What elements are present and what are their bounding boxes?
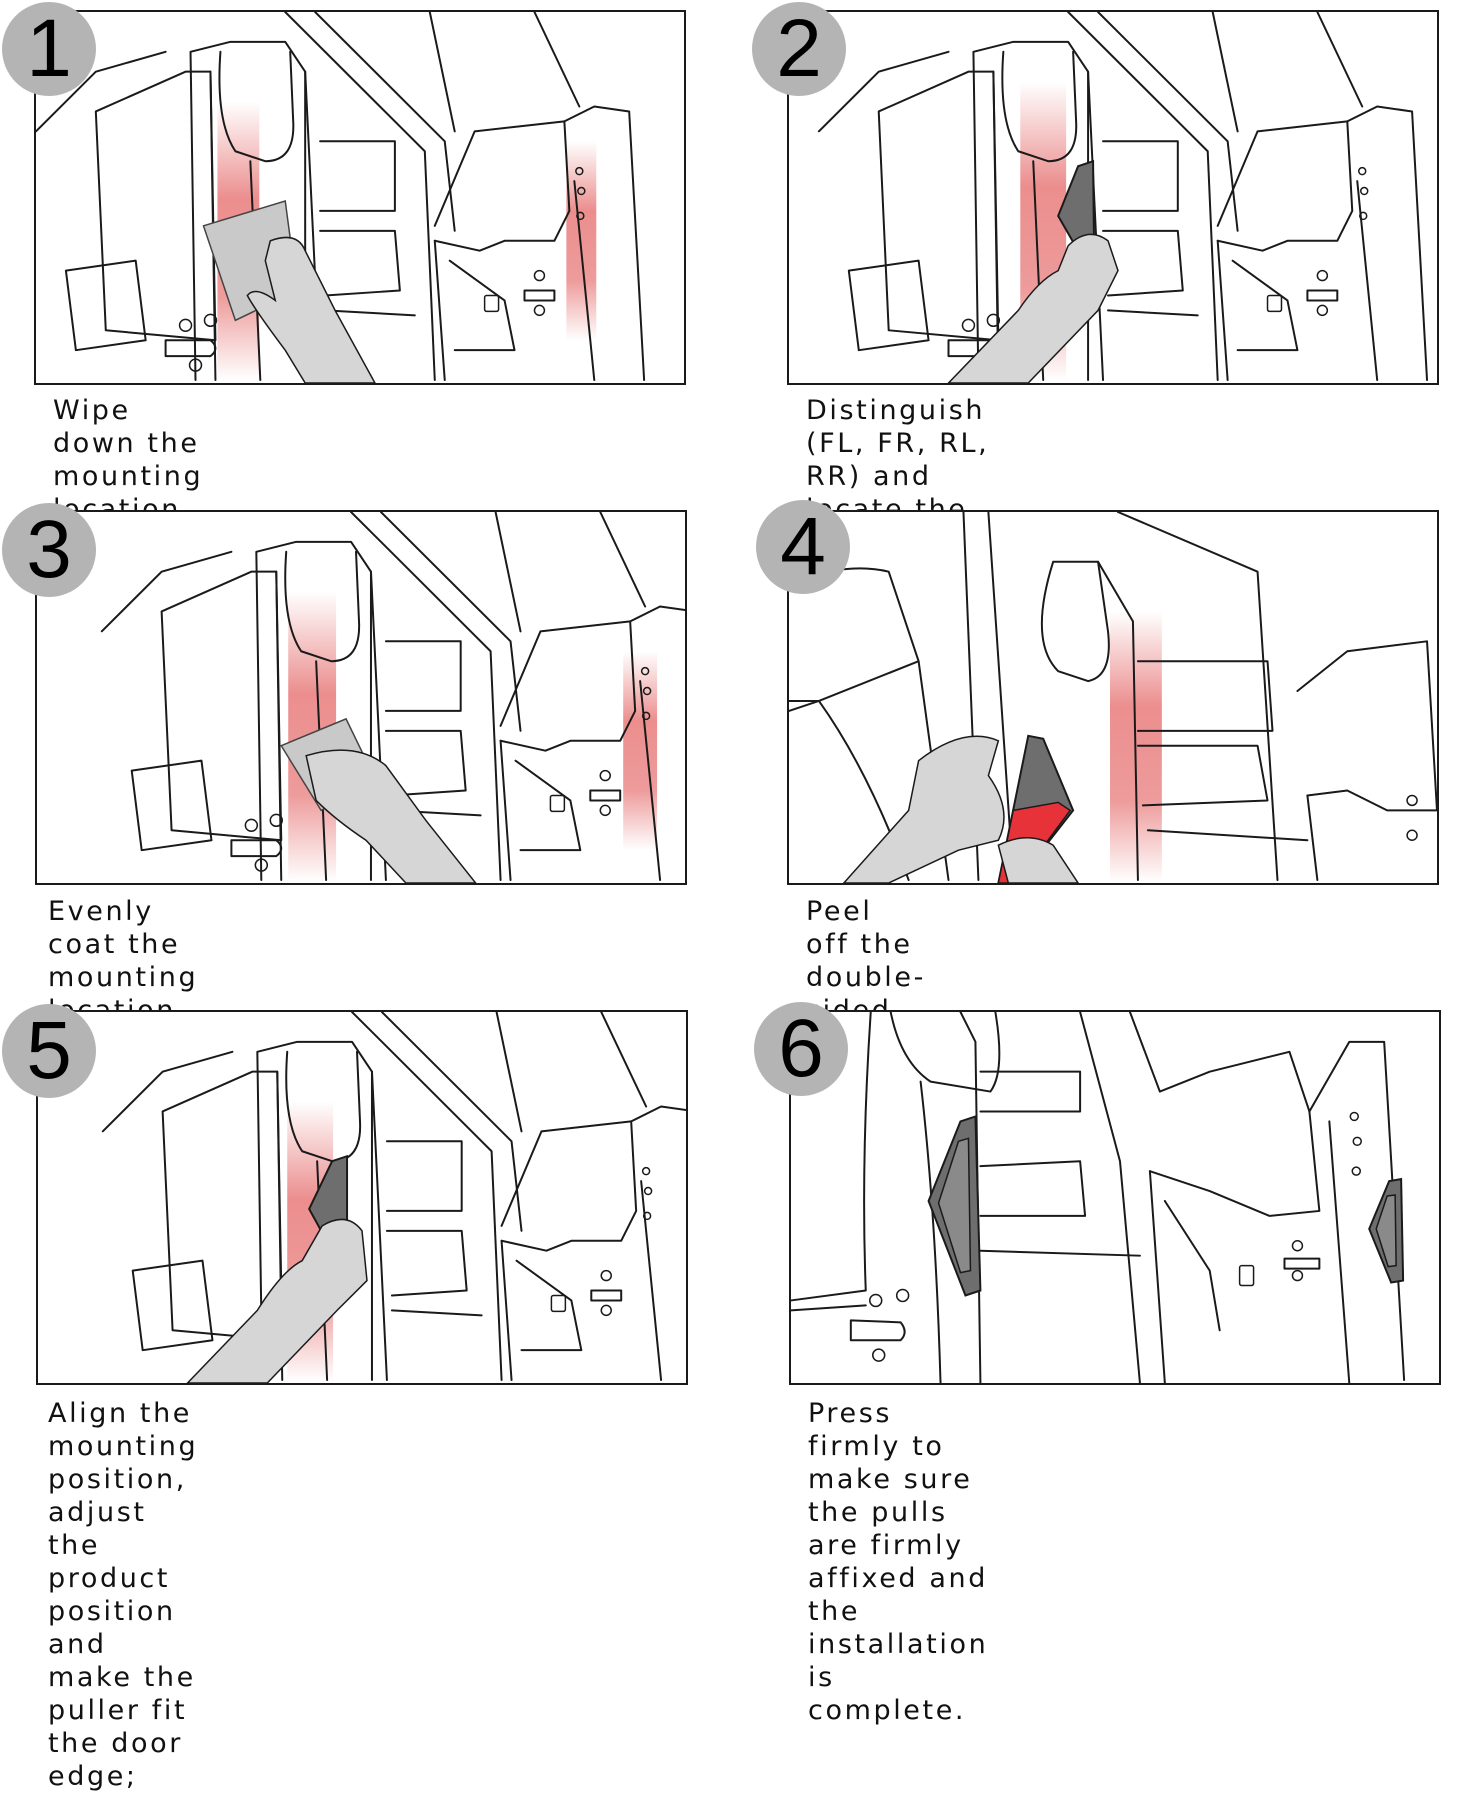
hand-icon: [186, 1218, 368, 1383]
step-number-badge: 5: [2, 1004, 96, 1098]
step-number-badge: 2: [752, 2, 846, 96]
hand-icon: [947, 233, 1119, 383]
step-number-badge: 4: [756, 500, 850, 594]
step-illustration: [787, 510, 1439, 885]
step-illustration: [34, 10, 686, 385]
step-number-badge: 3: [2, 503, 96, 597]
hand-icon: [305, 749, 477, 883]
step-illustration: [36, 1010, 688, 1385]
step-number-badge: 6: [754, 1002, 848, 1096]
hand-icon: [246, 236, 376, 383]
step-illustration: [787, 10, 1439, 385]
right-hand-icon: [997, 836, 1080, 883]
step-caption: Press firmly to make sure the pulls are …: [808, 1398, 989, 1726]
step-illustration: [35, 510, 687, 885]
step-caption: Align the mounting position, adjust the …: [48, 1398, 199, 1792]
left-hand-icon: [842, 735, 1005, 883]
step-number-badge: 1: [2, 2, 96, 96]
step-illustration: [789, 1010, 1441, 1385]
